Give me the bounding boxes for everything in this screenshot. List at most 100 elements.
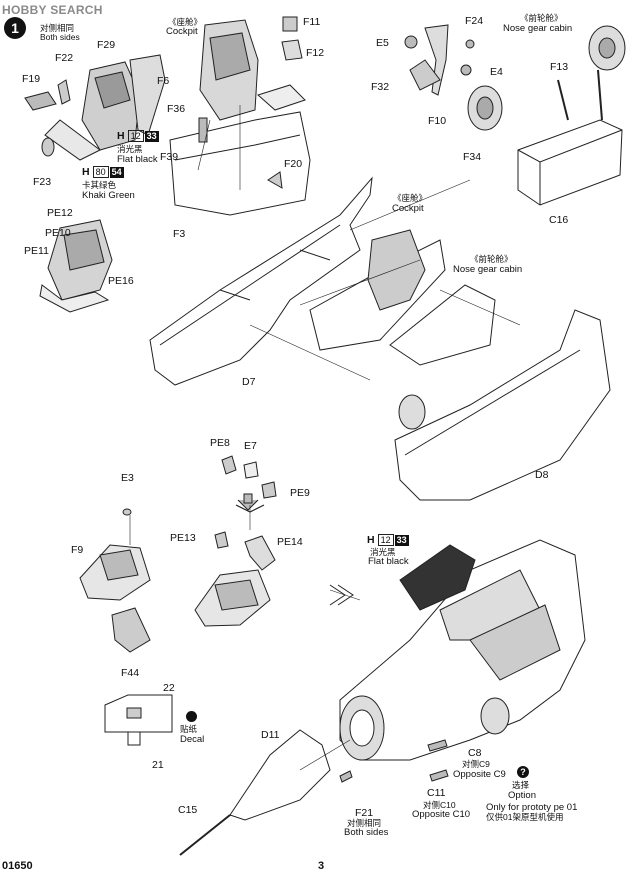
f21-cn: 对侧相同	[347, 818, 382, 828]
paint-letter: H	[117, 130, 125, 142]
paint-code: 12	[127, 130, 144, 142]
label-pe16: PE16	[108, 275, 134, 287]
paint-letter: H	[367, 534, 375, 546]
c10-en: Opposite C10	[412, 809, 471, 820]
nose-gear-leg-drawing	[404, 24, 503, 131]
label-f36: F36	[167, 103, 186, 115]
paint-en-2: Khaki Green	[82, 190, 135, 201]
label-f22: F22	[55, 52, 74, 64]
label-pe11: PE11	[24, 245, 49, 257]
cockpit-en-mid: Cockpit	[392, 203, 424, 214]
nose-gear-en-top: Nose gear cabin	[503, 23, 573, 34]
label-f10: F10	[428, 115, 447, 127]
watermark: HOBBY SEARCH	[2, 3, 103, 17]
label-f39: F39	[160, 151, 179, 163]
c9-en: Opposite C9	[453, 769, 506, 780]
down-arrow-icon	[235, 504, 265, 513]
paint-code: 12	[377, 534, 394, 546]
label-c15: C15	[178, 804, 198, 816]
decal-panel-drawing	[104, 694, 173, 746]
label-pe12: PE12	[47, 207, 73, 219]
cockpit-cn-top: 《座舱》	[168, 17, 203, 27]
label-d7: D7	[242, 376, 256, 388]
label-f9: F9	[71, 544, 84, 556]
label-21: 21	[152, 759, 164, 771]
nose-gear-cabin-drawing	[517, 25, 626, 206]
label-f20: F20	[284, 158, 303, 170]
option-en: Option	[508, 790, 536, 801]
step-number: 1	[4, 17, 26, 39]
pe-parts-drawing	[221, 455, 277, 511]
paint-letter: H	[82, 166, 90, 178]
c9-cn: 对侧C9	[462, 759, 490, 769]
paint-number: 33	[394, 534, 409, 546]
paint-number: 54	[109, 166, 124, 178]
both-sides-cn: 对侧相同	[40, 23, 75, 33]
c10-cn: 对侧C10	[423, 800, 456, 810]
nose-gear-cn-top: 《前轮舱》	[520, 13, 563, 23]
label-f19: F19	[22, 73, 41, 85]
paint-cn-1: 消光黑	[117, 144, 143, 154]
label-f11: F11	[303, 16, 321, 28]
arrow-icon	[329, 584, 354, 606]
ejection-seat-drawing	[24, 54, 166, 161]
seat-bottom-drawing	[79, 508, 276, 653]
label-pe13: PE13	[170, 532, 196, 544]
paint-en-3: Flat black	[368, 556, 409, 567]
paint-cn-2: 卡其绿色	[82, 180, 117, 190]
paint-code: 80	[92, 166, 109, 178]
label-e4: E4	[490, 66, 503, 78]
label-e5: E5	[376, 37, 389, 49]
label-c16: C16	[549, 214, 569, 226]
prototype-note-cn: 仅供01架原型机使用	[486, 812, 564, 822]
label-f23: F23	[33, 176, 52, 188]
label-f24: F24	[465, 15, 484, 27]
footer-kit-number: 01650	[2, 860, 33, 872]
label-d11: D11	[261, 729, 280, 741]
both-sides-en: Both sides	[40, 32, 80, 42]
f21-en: Both sides	[344, 827, 389, 838]
leader-lines	[129, 105, 521, 771]
label-f34: F34	[463, 151, 482, 163]
label-c11: C11	[427, 787, 446, 799]
pe-seat-drawing	[39, 219, 113, 313]
label-f3: F3	[173, 228, 186, 240]
label-d8: D8	[535, 469, 549, 481]
label-f21: F21	[355, 807, 374, 819]
paint-callout-flat-black-2: H 12 33	[367, 534, 409, 546]
option-question-icon: ?	[517, 766, 529, 778]
label-pe9: PE9	[290, 487, 310, 499]
cockpit-cn-mid: 《座舱》	[393, 193, 428, 203]
label-f13: F13	[550, 61, 569, 73]
decal-icon	[186, 711, 197, 722]
final-assembly-drawing	[179, 539, 586, 856]
label-c8: C8	[468, 747, 482, 759]
label-f12: F12	[306, 47, 325, 59]
label-22: 22	[163, 682, 175, 694]
footer-page-number: 3	[318, 860, 325, 872]
cockpit-tub-drawing	[169, 16, 311, 216]
label-f44: F44	[121, 667, 140, 679]
option-cn: 选择	[512, 780, 530, 790]
label-f32: F32	[371, 81, 390, 93]
nose-gear-cn-mid: 《前轮舱》	[470, 254, 513, 264]
paint-number: 33	[144, 130, 159, 142]
paint-en-1: Flat black	[117, 154, 158, 165]
label-pe10: PE10	[45, 227, 71, 239]
cockpit-en-top: Cockpit	[166, 26, 198, 37]
paint-callout-flat-black-1: H 12 33	[117, 130, 159, 142]
fuselage-drawing	[149, 176, 611, 501]
label-e3: E3	[121, 472, 134, 484]
paint-cn-3: 消光黑	[370, 547, 396, 557]
label-e7: E7	[244, 440, 257, 452]
nose-gear-en-mid: Nose gear cabin	[453, 264, 523, 275]
label-f6: F6	[157, 75, 170, 87]
label-f29: F29	[97, 39, 116, 51]
prototype-note-en: Only for prototy pe 01	[486, 802, 578, 813]
decal-en: Decal	[180, 734, 205, 745]
label-pe14: PE14	[277, 536, 303, 548]
decal-cn: 贴纸	[180, 724, 198, 734]
paint-callout-khaki-green: H 80 54	[82, 166, 124, 178]
